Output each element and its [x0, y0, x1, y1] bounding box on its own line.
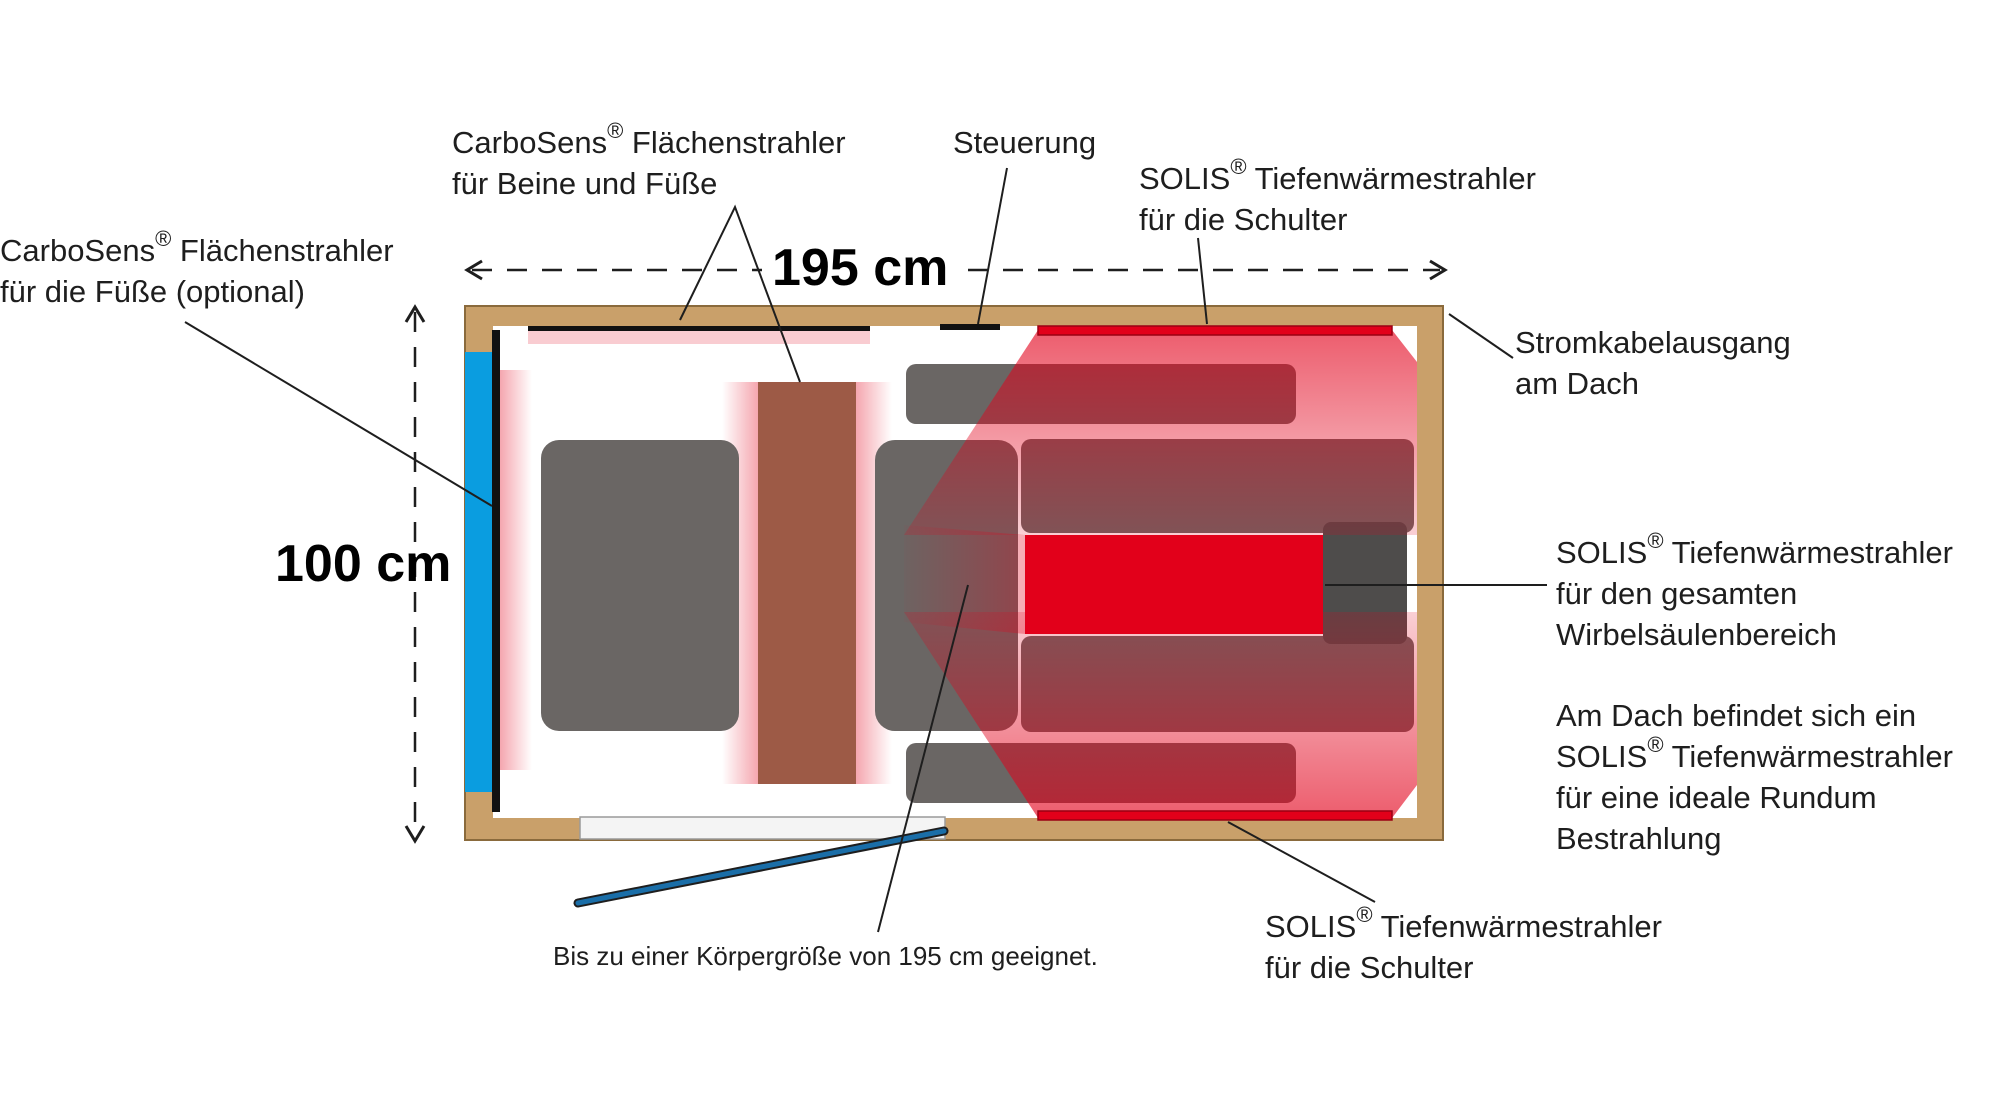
- leg-heater-panel: [758, 382, 856, 784]
- shoulder-light-cone-top: [904, 330, 1417, 535]
- depth-label: 100 cm: [275, 535, 452, 593]
- foot-heater-panel: [465, 352, 493, 792]
- carbosens-feet-label: CarboSens® Flächenstrahler für die Füße …: [0, 226, 394, 310]
- open-door-glass-inner: [575, 828, 947, 906]
- control-panel: [940, 324, 1000, 330]
- foot-stool: [541, 440, 739, 731]
- shoulder-light-cone-bottom: [904, 612, 1417, 818]
- leader-steuerung: [977, 167, 1008, 325]
- depth-dimension-arrow: [404, 304, 426, 844]
- solis-shoulder-top-label: SOLIS® Tiefenwärmestrahler für die Schul…: [1139, 154, 1536, 238]
- roof-heater-note: Am Dach befindet sich ein SOLIS® Tiefenw…: [1556, 698, 1953, 856]
- ceiling-leg-heater: [528, 326, 870, 331]
- shoulder-heater-bottom: [1037, 810, 1393, 821]
- leader-cable: [1448, 313, 1514, 359]
- body-height-note: Bis zu einer Körpergröße von 195 cm geei…: [553, 941, 1098, 971]
- steuerung-label: Steuerung: [953, 125, 1097, 160]
- leader-body-height: [877, 584, 969, 933]
- leader-solis-bottom: [1227, 821, 1376, 903]
- shoulder-heater-top: [1037, 325, 1393, 336]
- carbosens-legs-label: CarboSens® Flächenstrahler für Beine und…: [452, 118, 846, 202]
- cable-exit-label: Stromkabelausgang am Dach: [1515, 325, 1791, 401]
- width-dimension-arrow: [464, 259, 1448, 281]
- leader-solis-top: [1197, 237, 1208, 325]
- leader-carbo-feet: [184, 321, 493, 507]
- width-label: 195 cm: [772, 239, 949, 297]
- ceiling-heater-glow: [528, 330, 870, 344]
- spine-light-wedge: [904, 525, 1025, 634]
- door-opening: [579, 816, 946, 840]
- solis-shoulder-bottom-label: SOLIS® Tiefenwärmestrahler für die Schul…: [1265, 902, 1662, 986]
- foot-heater-glow: [500, 370, 532, 770]
- leader-lines: [184, 167, 1547, 933]
- solis-spine-label: SOLIS® Tiefenwärmestrahler für den gesam…: [1556, 528, 1953, 653]
- leader-carbo-legs: [679, 204, 801, 383]
